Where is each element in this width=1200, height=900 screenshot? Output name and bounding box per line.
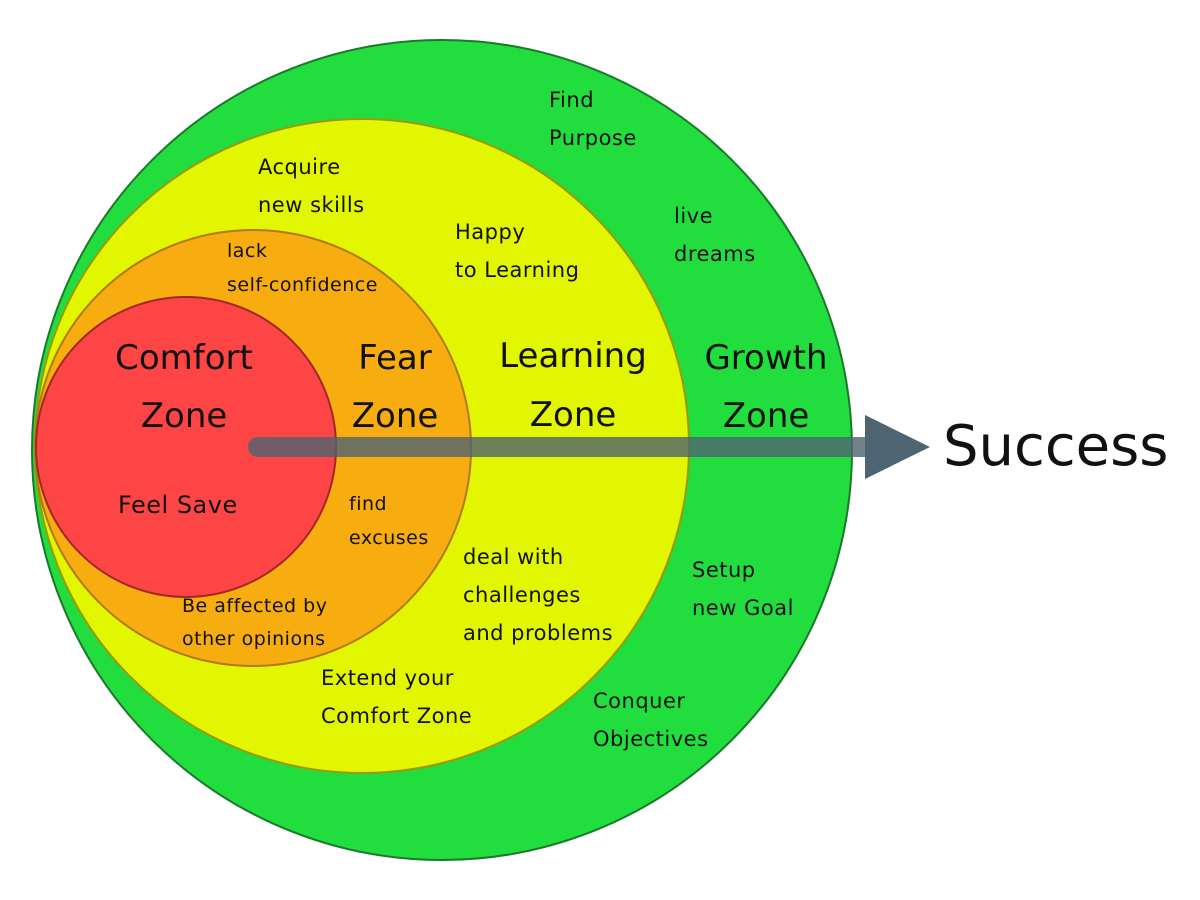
svg-text:Zone: Zone (530, 395, 617, 435)
svg-text:and problems: and problems (463, 621, 613, 645)
svg-text:Acquire: Acquire (258, 155, 341, 179)
svg-text:Setup: Setup (692, 558, 756, 582)
svg-text:Happy: Happy (455, 220, 525, 244)
svg-text:to Learning: to Learning (455, 258, 579, 282)
svg-text:Growth: Growth (704, 338, 827, 378)
note-lack-self-confidence: lack self-confidence (227, 240, 378, 296)
note-feel-save: Feel Save (118, 491, 238, 519)
svg-text:Purpose: Purpose (549, 126, 637, 150)
svg-text:Extend your: Extend your (321, 666, 454, 690)
svg-text:Comfort: Comfort (115, 338, 253, 378)
svg-text:Find: Find (549, 88, 594, 112)
svg-text:Learning: Learning (499, 336, 647, 376)
note-find-purpose: Find Purpose (549, 88, 637, 150)
note-deal-with-challenges: deal with challenges and problems (463, 545, 613, 645)
svg-text:Zone: Zone (723, 396, 810, 436)
comfort-zone-title: Comfort Zone (115, 338, 253, 436)
svg-text:new skills: new skills (258, 193, 365, 217)
svg-text:Be affected by: Be affected by (182, 595, 327, 617)
svg-text:lack: lack (227, 240, 267, 262)
svg-text:challenges: challenges (463, 583, 581, 607)
svg-text:deal with: deal with (463, 545, 564, 569)
note-extend-comfort-zone: Extend your Comfort Zone (321, 666, 472, 728)
svg-text:Zone: Zone (141, 396, 228, 436)
svg-text:new Goal: new Goal (692, 596, 794, 620)
svg-text:live: live (674, 204, 713, 228)
note-find-excuses: find excuses (349, 493, 429, 549)
note-live-dreams: live dreams (674, 204, 756, 266)
svg-text:Comfort Zone: Comfort Zone (321, 704, 472, 728)
success-arrow (248, 415, 930, 479)
note-acquire-new-skills: Acquire new skills (258, 155, 365, 217)
svg-text:dreams: dreams (674, 242, 756, 266)
learning-zone-title: Learning Zone (499, 336, 647, 435)
note-happy-to-learning: Happy to Learning (455, 220, 579, 282)
fear-zone-title: Fear Zone (352, 338, 439, 436)
svg-text:Zone: Zone (352, 396, 439, 436)
svg-text:Objectives: Objectives (593, 727, 709, 751)
growth-zone-title: Growth Zone (704, 338, 827, 436)
svg-text:self-confidence: self-confidence (227, 274, 378, 296)
svg-text:find: find (349, 493, 387, 515)
svg-text:Feel Save: Feel Save (118, 491, 238, 519)
note-setup-new-goal: Setup new Goal (692, 558, 794, 620)
svg-text:other opinions: other opinions (182, 628, 326, 650)
note-affected-by-opinions: Be affected by other opinions (182, 595, 327, 650)
success-label: Success (943, 414, 1168, 479)
arrow-head (865, 415, 930, 479)
svg-text:Conquer: Conquer (593, 689, 686, 713)
note-conquer-objectives: Conquer Objectives (593, 689, 709, 751)
svg-text:Fear: Fear (358, 338, 431, 378)
svg-text:excuses: excuses (349, 527, 429, 549)
